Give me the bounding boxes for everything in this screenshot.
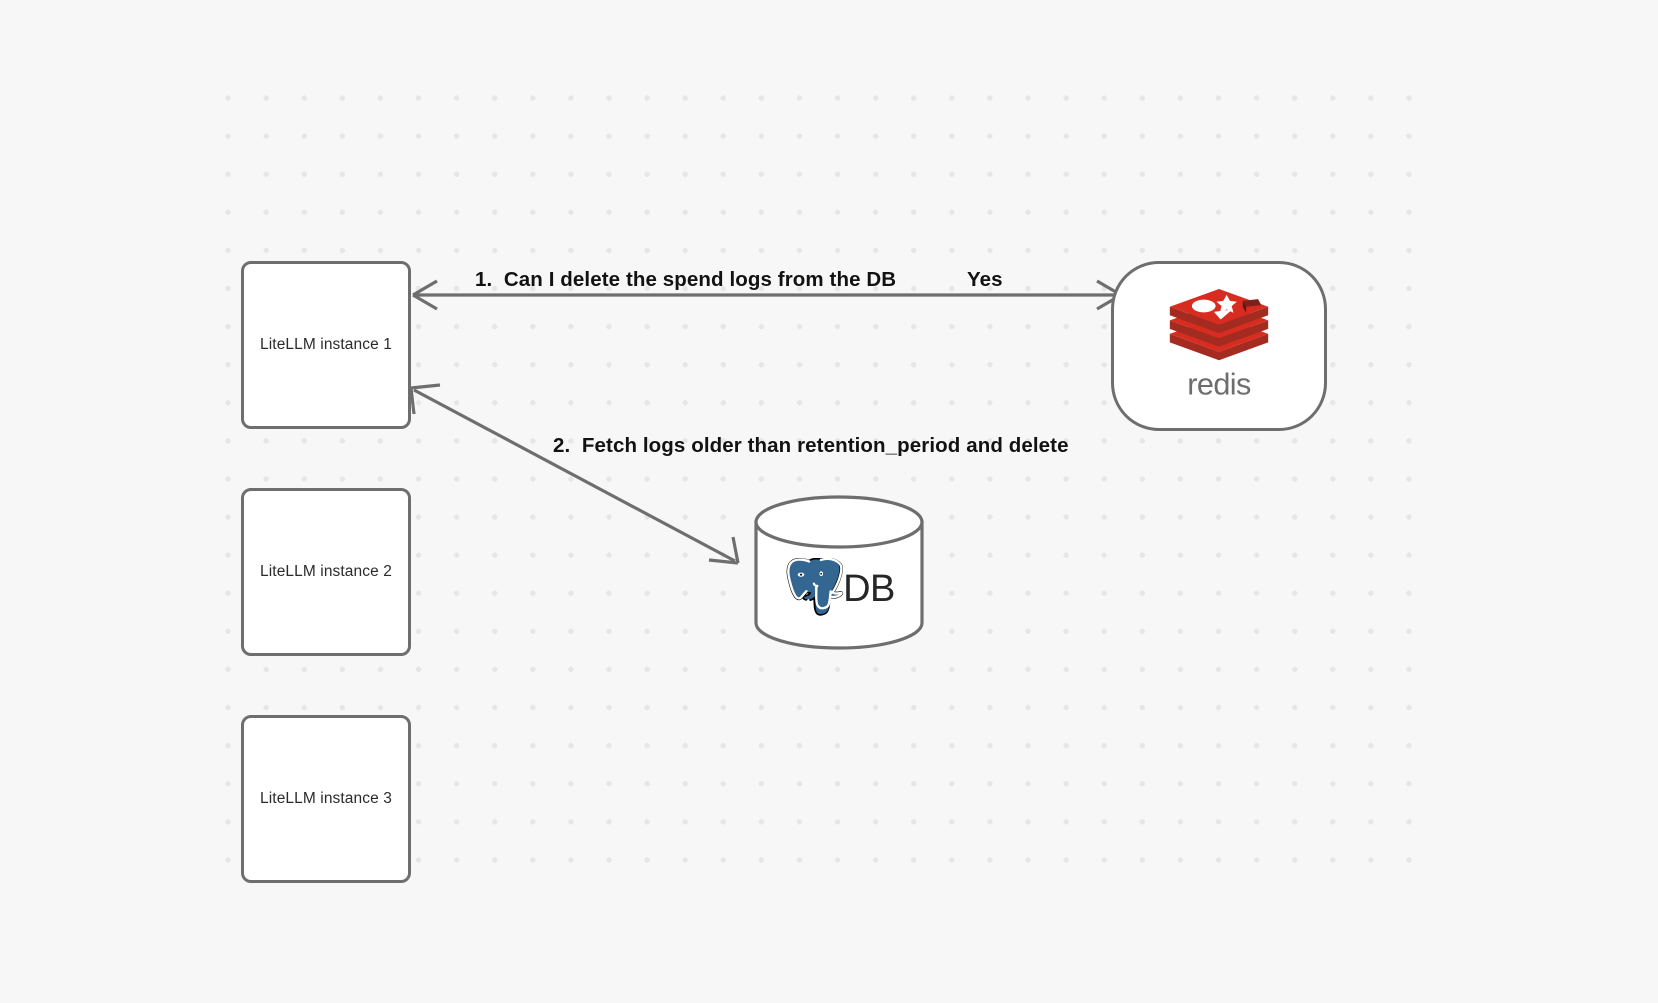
database-label: DB	[843, 568, 895, 610]
node-litellm-instance-1[interactable]: LiteLLM instance 1	[241, 261, 411, 429]
edge-instance1-database	[409, 383, 740, 565]
node-label: LiteLLM instance 3	[260, 790, 392, 807]
node-litellm-instance-2[interactable]: LiteLLM instance 2	[241, 488, 411, 656]
postgresql-elephant-icon	[786, 558, 844, 616]
node-redis[interactable]: redis	[1111, 261, 1327, 431]
redis-logo-icon	[1169, 289, 1269, 361]
cylinder-shape	[754, 495, 924, 650]
node-label: LiteLLM instance 1	[260, 336, 392, 353]
edge-label-1-reply: Yes	[967, 268, 1003, 291]
edge-label-1: 1. Can I delete the spend logs from the …	[475, 268, 897, 291]
node-litellm-instance-3[interactable]: LiteLLM instance 3	[241, 715, 411, 883]
redis-wordmark: redis	[1187, 367, 1251, 401]
node-database[interactable]: DB	[753, 495, 925, 650]
edge-label-2: 2. Fetch logs older than retention_perio…	[553, 434, 1069, 457]
node-label: LiteLLM instance 2	[260, 563, 392, 580]
database-content: DB	[753, 539, 925, 639]
svg-text:redis: redis	[1187, 367, 1251, 401]
